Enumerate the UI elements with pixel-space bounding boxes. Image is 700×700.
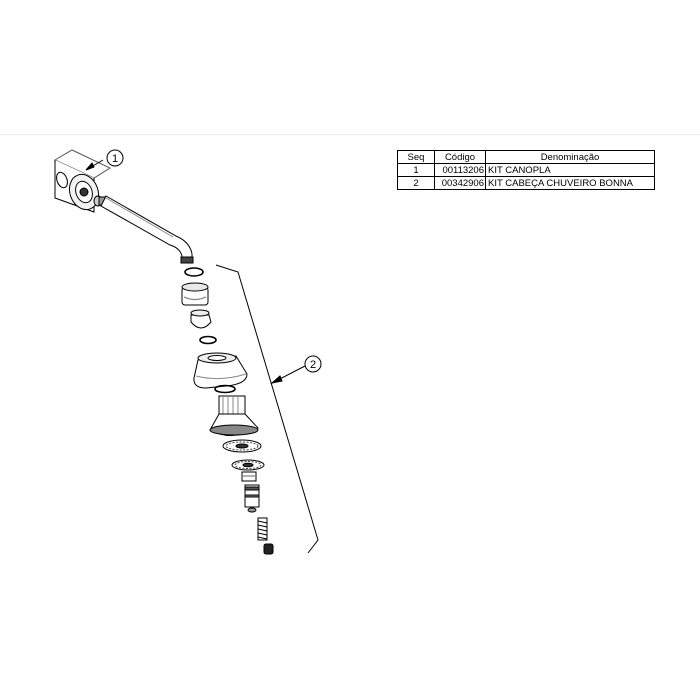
row-seq: 1 (397, 163, 435, 177)
nut (181, 282, 209, 306)
washer-2 (199, 335, 217, 345)
cartridge (244, 484, 260, 513)
table-row: 2 00342906 KIT CABEÇA CHUVEIRO BONNA (397, 176, 655, 190)
retainer (241, 471, 257, 482)
canopy-o-ring (56, 171, 68, 189)
row-codigo: 00113206 (434, 163, 486, 177)
spray-plate-1 (222, 439, 262, 453)
parts-table: Seq Código Denominação 1 00113206 KIT CA… (397, 150, 655, 190)
spring (257, 517, 268, 541)
row-seq: 2 (397, 176, 435, 190)
shower-arm (100, 195, 194, 264)
head-cover (193, 352, 248, 389)
header-seq: Seq (397, 150, 435, 164)
header-codigo: Código (434, 150, 486, 164)
head-body (209, 395, 259, 436)
table-row: 1 00113206 KIT CANOPLA (397, 163, 655, 177)
row-denominacao: KIT CABEÇA CHUVEIRO BONNA (485, 176, 655, 190)
callout-2-bracket (215, 264, 319, 554)
callout-1-circle (106, 149, 124, 167)
callout-2-circle (304, 355, 322, 373)
o-ring-head (214, 384, 236, 394)
spray-plate-2 (231, 459, 265, 471)
washer-1 (184, 267, 204, 277)
callout-1-number: 1 (112, 153, 118, 165)
callout-2-number: 2 (310, 359, 316, 371)
top-divider (0, 134, 700, 135)
ball-joint (190, 309, 212, 329)
header-denominacao: Denominação (485, 150, 655, 164)
canopy-flange (53, 149, 112, 213)
end-cap (263, 543, 274, 555)
row-codigo: 00342906 (434, 176, 486, 190)
table-header-row: Seq Código Denominação (397, 150, 655, 164)
row-denominacao: KIT CANOPLA (485, 163, 655, 177)
